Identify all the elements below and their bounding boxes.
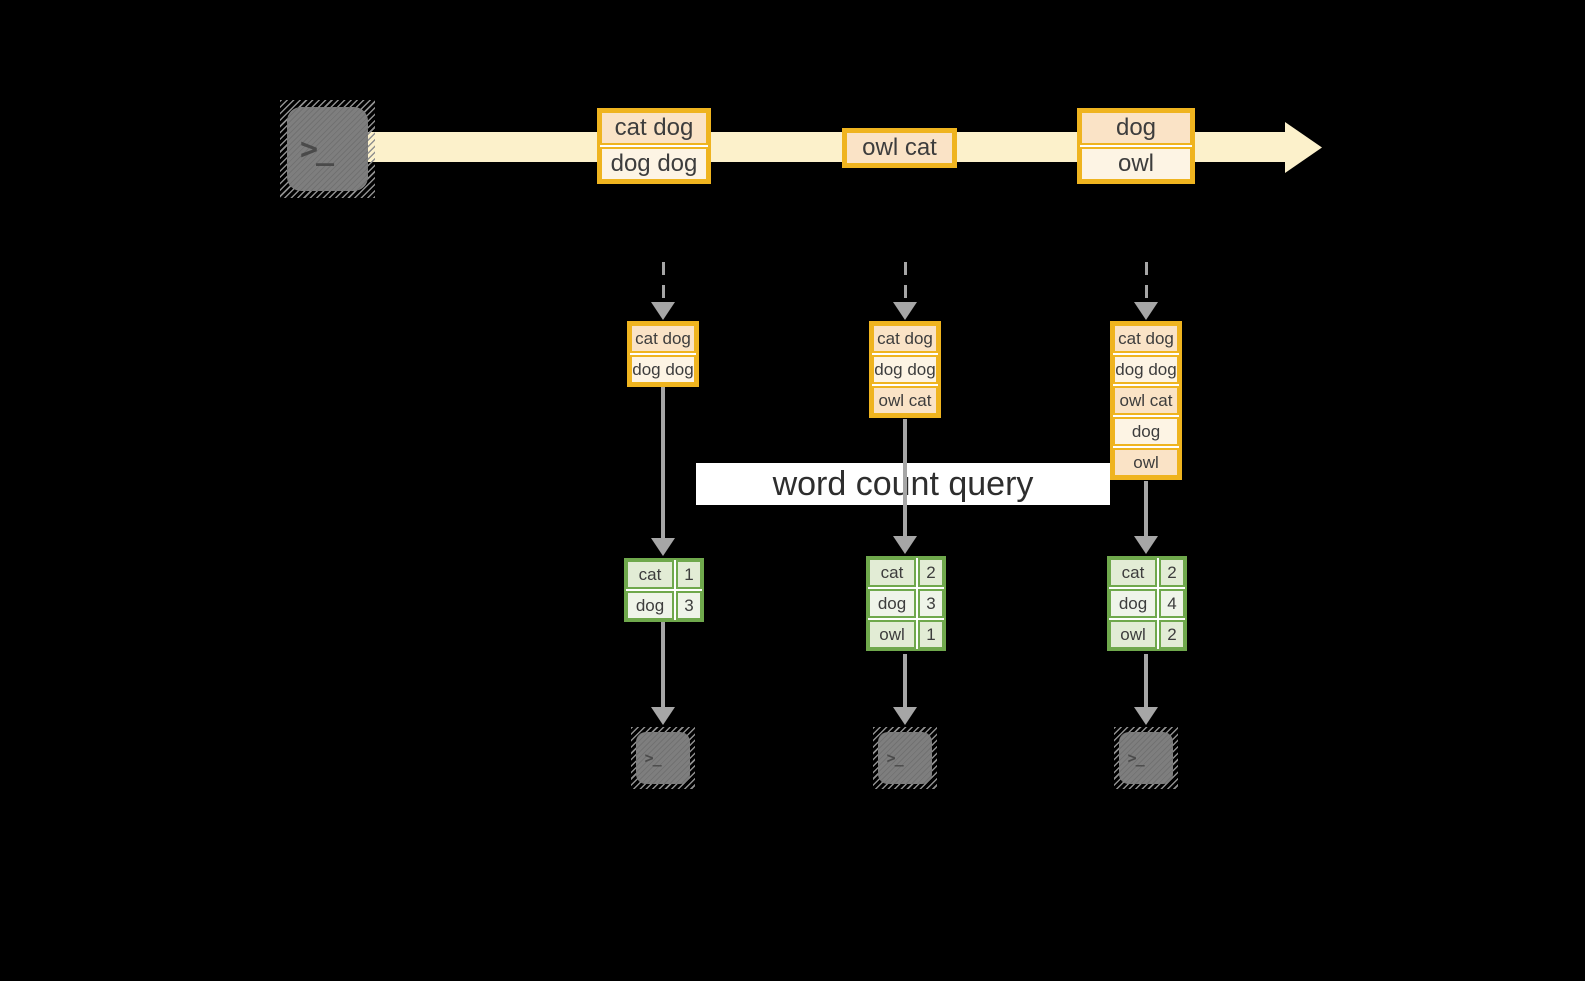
count-word: cat (1109, 558, 1157, 587)
arrow-line (1144, 654, 1148, 707)
count-word: dog (1109, 589, 1157, 618)
sink-arrow-icon (651, 622, 675, 725)
terminal-body: >_ (878, 732, 932, 784)
count-word: dog (868, 589, 916, 618)
count-value: 1 (918, 620, 944, 649)
arrow-line (661, 622, 665, 707)
arrow-line (661, 387, 665, 538)
count-value: 2 (1159, 558, 1185, 587)
count-value: 1 (676, 560, 702, 589)
count-table-2: cat 2 dog 3 owl 1 (866, 556, 946, 651)
arrow-line (1144, 262, 1148, 302)
stream-event-line: cat dog (600, 111, 708, 145)
count-word: owl (1109, 620, 1157, 649)
count-value: 3 (918, 589, 944, 618)
terminal-body: >_ (636, 732, 690, 784)
count-word: owl (868, 620, 916, 649)
count-value: 2 (1159, 620, 1185, 649)
sink-arrow-icon (1134, 654, 1158, 725)
arrow-head (893, 707, 917, 725)
batch-box-1: cat dog dog dog (627, 321, 699, 387)
arrow-line (903, 262, 907, 302)
count-value: 4 (1159, 589, 1185, 618)
dashed-arrow-icon (1134, 262, 1158, 320)
batch-line: cat dog (1113, 324, 1179, 353)
arrow-line (903, 654, 907, 707)
batch-line: owl (1113, 448, 1179, 477)
count-word: cat (868, 558, 916, 587)
query-arrow-icon (651, 387, 675, 556)
batch-line: owl cat (872, 386, 938, 415)
batch-line: dog dog (630, 355, 696, 384)
arrow-head (1134, 707, 1158, 725)
count-value: 3 (676, 591, 702, 620)
stream-event-line: owl cat (845, 131, 954, 165)
arrow-head (1134, 302, 1158, 320)
query-arrow-icon (893, 419, 917, 554)
arrow-head (651, 538, 675, 556)
batch-line: cat dog (630, 324, 696, 353)
batch-box-3: cat dog dog dog owl cat dog owl (1110, 321, 1182, 480)
stream-event-line: owl (1080, 147, 1192, 181)
arrow-line (661, 262, 665, 302)
count-word: dog (626, 591, 674, 620)
dashed-arrow-icon (893, 262, 917, 320)
arrow-head (651, 707, 675, 725)
sink-arrow-icon (893, 654, 917, 725)
batch-line: dog dog (1113, 355, 1179, 384)
terminal-body: >_ (287, 107, 368, 191)
sink-terminal-icon: >_ (873, 727, 937, 789)
count-table-3: cat 2 dog 4 owl 2 (1107, 556, 1187, 651)
batch-line: dog (1113, 417, 1179, 446)
stream-event-box-1: cat dog dog dog (597, 108, 711, 184)
source-terminal-icon: >_ (280, 100, 375, 198)
batch-line: owl cat (1113, 386, 1179, 415)
stream-event-box-2: owl cat (842, 128, 957, 168)
count-value: 2 (918, 558, 944, 587)
arrow-line (1144, 481, 1148, 536)
arrow-line (903, 419, 907, 536)
stream-arrowhead-icon (1285, 122, 1322, 173)
stream-event-box-3: dog owl (1077, 108, 1195, 184)
arrow-head (893, 536, 917, 554)
dashed-arrow-icon (651, 262, 675, 320)
sink-terminal-icon: >_ (1114, 727, 1178, 789)
batch-line: cat dog (872, 324, 938, 353)
query-arrow-icon (1134, 481, 1158, 554)
arrow-head (893, 302, 917, 320)
terminal-prompt-glyph: >_ (644, 749, 662, 767)
terminal-body: >_ (1119, 732, 1173, 784)
arrow-head (1134, 536, 1158, 554)
arrow-head (651, 302, 675, 320)
count-table-1: cat 1 dog 3 (624, 558, 704, 622)
stream-event-line: dog dog (600, 147, 708, 181)
batch-line: dog dog (872, 355, 938, 384)
batch-box-2: cat dog dog dog owl cat (869, 321, 941, 418)
terminal-prompt-glyph: >_ (299, 131, 334, 167)
terminal-prompt-glyph: >_ (886, 749, 904, 767)
sink-terminal-icon: >_ (631, 727, 695, 789)
stream-event-line: dog (1080, 111, 1192, 145)
count-word: cat (626, 560, 674, 589)
terminal-prompt-glyph: >_ (1127, 749, 1145, 767)
